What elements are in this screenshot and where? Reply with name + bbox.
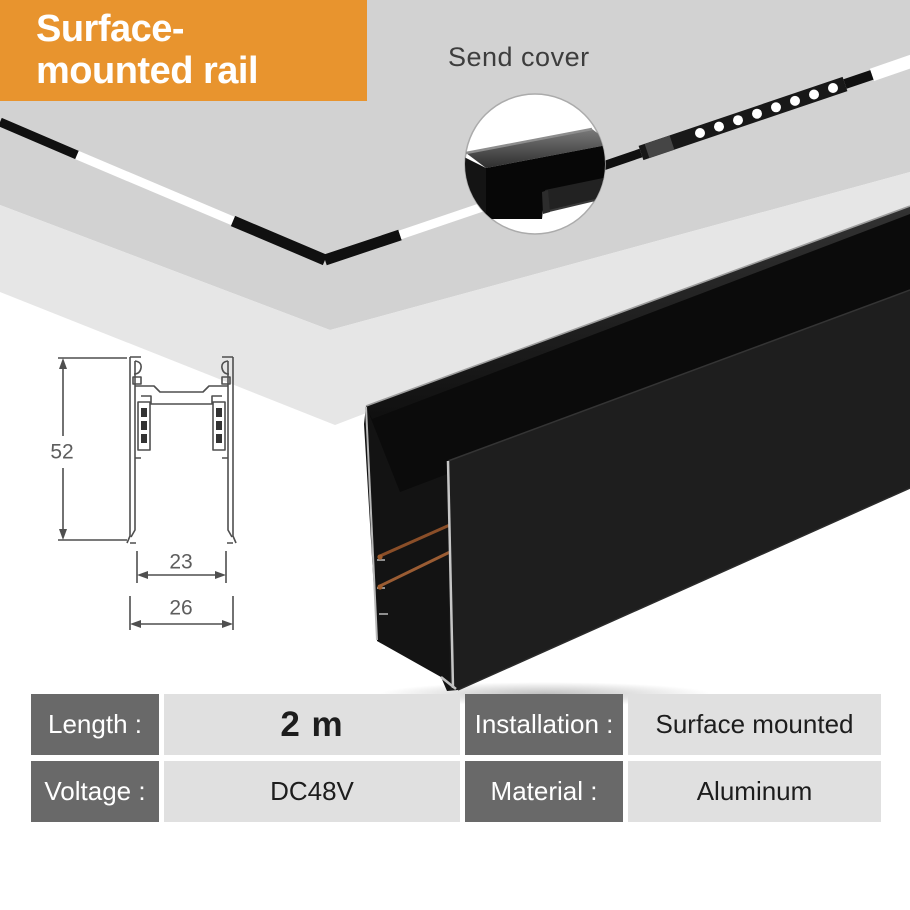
title-banner: Surface- mounted rail xyxy=(0,0,367,101)
title-line-2: mounted rail xyxy=(36,50,259,92)
dim-outer-26 xyxy=(129,596,234,630)
spec-value-material: Aluminum xyxy=(628,761,881,822)
title-line-1: Surface- xyxy=(36,8,185,50)
copper-conductors xyxy=(378,522,454,588)
rail-track-line xyxy=(0,54,910,266)
cross-section-drawing xyxy=(58,356,237,630)
led-spot-module xyxy=(638,76,848,161)
product-render xyxy=(364,205,910,706)
spec-value-installation: Surface mounted xyxy=(628,694,881,755)
conductor-contacts xyxy=(141,408,222,443)
dim-height-52 xyxy=(58,357,127,541)
dim-inner-23 xyxy=(136,551,227,583)
send-cover-label: Send cover xyxy=(448,42,590,72)
dim-label-inner-width: 23 xyxy=(169,550,193,574)
cover-3d xyxy=(465,127,605,226)
spec-value-length: 2 m xyxy=(164,694,460,755)
cut-end-face xyxy=(365,406,457,690)
spec-value-voltage: DC48V xyxy=(164,761,460,822)
cover-callout xyxy=(464,93,606,235)
led-dots xyxy=(695,83,838,138)
spec-label-length: Length : xyxy=(31,694,159,755)
dim-label-outer-width: 26 xyxy=(169,596,193,620)
dim-label-height: 52 xyxy=(47,441,77,463)
spec-table: Length : 2 m Installation : Surface moun… xyxy=(31,694,881,822)
spec-label-installation: Installation : xyxy=(465,694,623,755)
spec-label-material: Material : xyxy=(465,761,623,822)
spec-label-voltage: Voltage : xyxy=(31,761,159,822)
